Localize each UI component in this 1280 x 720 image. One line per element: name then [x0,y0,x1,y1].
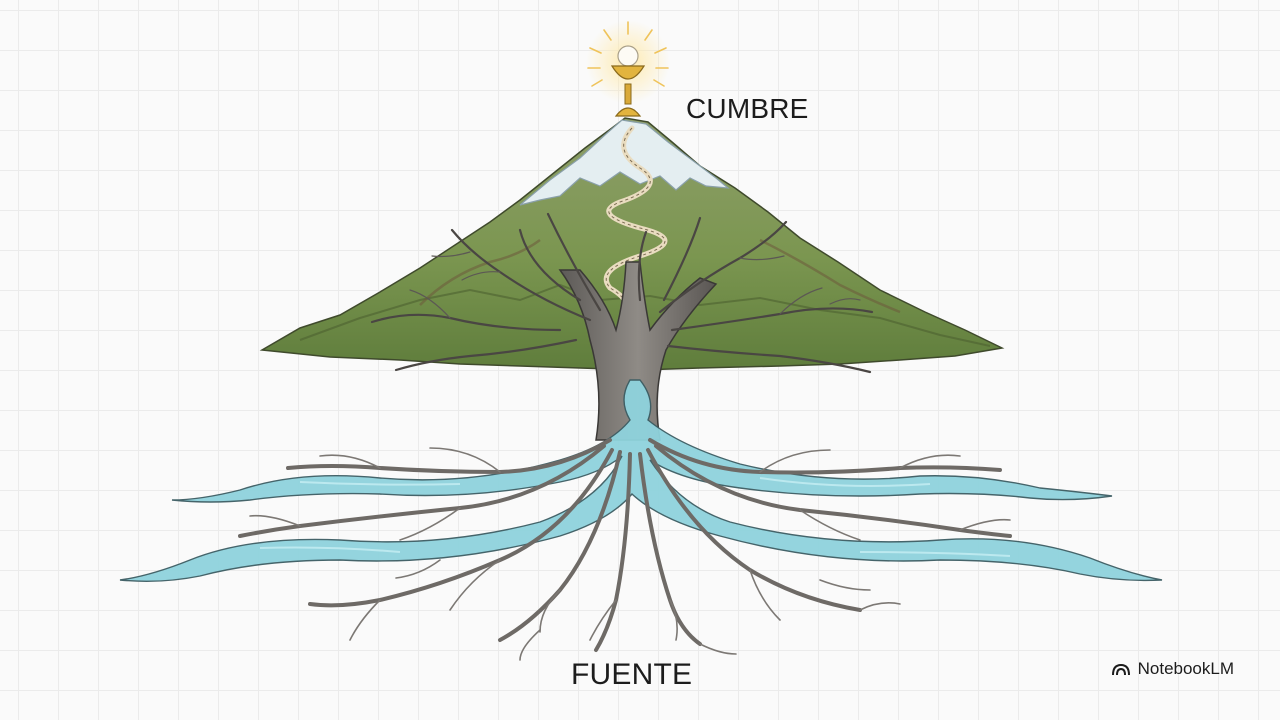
river [119,379,1163,583]
notebooklm-logo-icon [1111,663,1130,676]
source-label: FUENTE [571,658,693,691]
brand-name: NotebookLM [1137,659,1234,678]
notebooklm-brand: NotebookLM [1111,659,1234,679]
roots [238,438,1012,661]
chalice-icon [586,20,670,117]
tree [370,212,874,441]
summit-label: CUMBRE [686,93,809,124]
